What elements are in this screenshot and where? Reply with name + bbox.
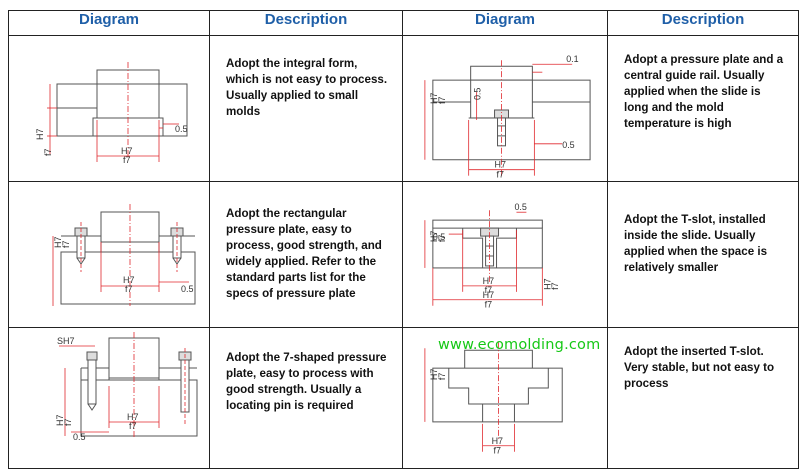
dim-f7-bottom: f7 — [497, 170, 504, 180]
dim-h7: H7 — [429, 93, 439, 104]
dim-h7-bottom: H7 — [127, 412, 139, 422]
t-slot-drawing: H7 f7 0.5 0.5 H7 f7 H7 f7 H7 f7 — [424, 202, 560, 310]
description-integral-form: Adopt the integral form, which is not ea… — [209, 35, 403, 182]
7-shaped-plate-drawing: SH7 H7 f7 0.5 H7 f7 — [55, 332, 198, 442]
header-diagram-1: Diagram — [8, 10, 210, 36]
dim-f7-right: f7 — [550, 282, 560, 289]
header-description-2: Description — [607, 10, 799, 36]
description-7-shaped-plate: Adopt the 7-shaped pressure plate, easy … — [209, 327, 403, 469]
dim-h7: H7 — [55, 414, 65, 426]
dim-h7-bottom: H7 — [492, 436, 503, 446]
dim-f7-inner: f7 — [485, 285, 492, 295]
dim-f7: f7 — [43, 148, 53, 156]
dim-gap: 0.5 — [181, 284, 194, 294]
central-guide-rail-drawing: H7 f7 H7 f7 0.1 0.5 0.5 — [424, 54, 591, 180]
description-inserted-t-slot: Adopt the inserted T-slot. Very stable, … — [607, 327, 799, 469]
dim-f7-bottom: f7 — [494, 446, 501, 456]
dim-f7: f7 — [437, 235, 447, 242]
diagram-integral-form: H7 f7 H7 f7 0.5 — [8, 35, 210, 182]
header-diagram-2: Diagram — [402, 10, 608, 36]
diagram-central-guide-rail: H7 f7 H7 f7 0.1 0.5 0.5 — [402, 35, 608, 182]
diagram-7-shaped-plate: SH7 H7 f7 0.5 H7 f7 — [8, 327, 210, 469]
dim-f7: f7 — [61, 240, 71, 248]
dim-gap: 0.5 — [175, 124, 188, 134]
dim-gap-top: 0.5 — [514, 202, 526, 212]
diagram-t-slot: H7 f7 0.5 0.5 H7 f7 H7 f7 H7 f7 — [402, 181, 608, 328]
dim-h7: H7 — [35, 128, 45, 140]
dim-h7-bottom: H7 — [121, 146, 133, 156]
dim-sh7: SH7 — [57, 336, 75, 346]
diagram-rectangular-plate: H7 f7 H7 f7 0.5 — [8, 181, 210, 328]
description-rectangular-plate: Adopt the rectangular pressure plate, ea… — [209, 181, 403, 328]
dim-gap-left: 0.5 — [433, 232, 445, 242]
dim-gap-side: 0.5 — [473, 88, 483, 100]
dim-gap: 0.5 — [73, 432, 86, 442]
dim-f7-bottom: f7 — [123, 155, 131, 165]
design-table: Diagram Description Diagram Description — [8, 10, 799, 469]
dim-f7: f7 — [437, 373, 447, 380]
inserted-t-slot-drawing: H7 f7 H7 f7 — [424, 342, 563, 456]
dim-f7: f7 — [437, 97, 447, 104]
dim-h7: H7 — [53, 236, 63, 248]
dim-gap-right: 0.5 — [562, 140, 574, 150]
dim-h7: H7 — [429, 231, 439, 242]
dim-h7-bottom: H7 — [483, 290, 494, 300]
dim-h7-right: H7 — [542, 278, 552, 289]
rectangular-plate-drawing: H7 f7 H7 f7 0.5 — [52, 204, 196, 306]
dim-f7-bottom: f7 — [125, 284, 133, 294]
dim-h7-bottom: H7 — [123, 275, 135, 285]
integral-form-drawing: H7 f7 H7 f7 0.5 — [35, 62, 188, 165]
dim-f7: f7 — [63, 418, 73, 426]
description-central-guide-rail: Adopt a pressure plate and a central gui… — [607, 35, 799, 182]
description-t-slot: Adopt the T-slot, installed inside the s… — [607, 181, 799, 328]
watermark-text: www.ecomolding.com — [438, 337, 601, 353]
dim-h7-bottom: H7 — [495, 160, 506, 170]
diagram-inserted-t-slot: H7 f7 H7 f7 — [402, 327, 608, 469]
dim-h7: H7 — [429, 369, 439, 380]
dim-gap-top: 0.1 — [566, 54, 578, 64]
dim-f7-bottom: f7 — [129, 421, 137, 431]
header-description-1: Description — [209, 10, 403, 36]
dim-f7-bottom: f7 — [485, 300, 492, 310]
dim-h7-inner: H7 — [483, 276, 494, 286]
